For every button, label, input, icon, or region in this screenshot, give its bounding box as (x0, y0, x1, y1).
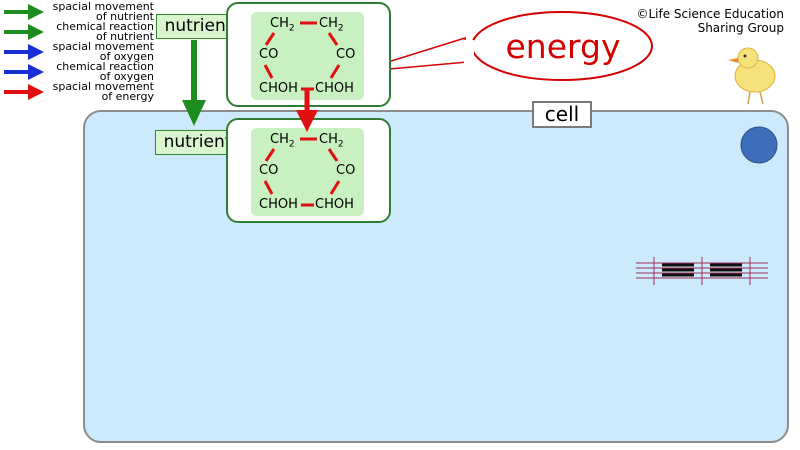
copyright-line1: ©Life Science Education (636, 7, 784, 21)
green-arrow-icon (4, 4, 44, 20)
red-arrow-icon (4, 84, 44, 100)
mol-choh-right: CHOH (315, 197, 354, 212)
mol-ch2-left: CH (270, 132, 289, 147)
molecule-background (251, 12, 364, 100)
green-arrow-icon (4, 24, 44, 40)
legend-text-3b: of oxygen (99, 50, 154, 63)
energy-label: energy (505, 27, 621, 66)
mol-co-left: CO (259, 47, 279, 62)
legend-text-4b: of oxygen (99, 70, 154, 83)
mol-ch2-left: CH (270, 16, 289, 31)
legend-text-5b: of energy (101, 90, 154, 103)
mol-ch2-right: CH (319, 132, 338, 147)
mol-co-right: CO (336, 163, 356, 178)
mol-co-right: CO (336, 47, 356, 62)
mol-ch2-right: CH (319, 16, 338, 31)
molecule-bonds (263, 137, 341, 207)
energy-movement-arrow (296, 88, 318, 132)
copyright: ©Life Science Education Sharing Group (636, 7, 784, 35)
legend-text-4a: chemical reaction (56, 60, 154, 73)
legend-text-2b: of nutrient (96, 30, 154, 43)
molecule-box-outside: CH2 CH2 CO CO CHOH CHOH (226, 2, 391, 107)
molecule-box-inside: CH2 CH2 CO CO CHOH CHOH (226, 118, 391, 223)
mol-sub-left: 2 (288, 139, 295, 150)
mol-sub-left: 2 (288, 23, 295, 34)
nucleus-icon (740, 126, 778, 164)
nutrient-label-inside: nutrient (155, 130, 240, 155)
copyright-line2: Sharing Group (697, 21, 784, 35)
blue-arrow-icon (4, 64, 44, 80)
mol-choh-right: CHOH (315, 81, 354, 96)
legend-text-1b: of nutrient (96, 10, 154, 23)
molecule-background (251, 128, 364, 216)
legend-text-5a: spacial movement (52, 80, 154, 93)
cell-label: cell (532, 101, 592, 128)
mol-choh-left: CHOH (259, 81, 298, 96)
mol-sub-right: 2 (337, 23, 344, 34)
nutrient-movement-arrow (182, 40, 206, 126)
mol-sub-right: 2 (337, 139, 344, 150)
blue-arrow-icon (4, 44, 44, 60)
legend-text-2a: chemical reaction (56, 20, 154, 33)
duck-mascot-icon (728, 47, 776, 105)
legend-text-3a: spacial movement (52, 40, 154, 53)
energy-callout (355, 11, 653, 81)
sarcomere-icon (636, 257, 768, 285)
legend-text-1a: spacial movement (52, 0, 154, 13)
mol-co-left: CO (259, 163, 279, 178)
mol-choh-left: CHOH (259, 197, 298, 212)
